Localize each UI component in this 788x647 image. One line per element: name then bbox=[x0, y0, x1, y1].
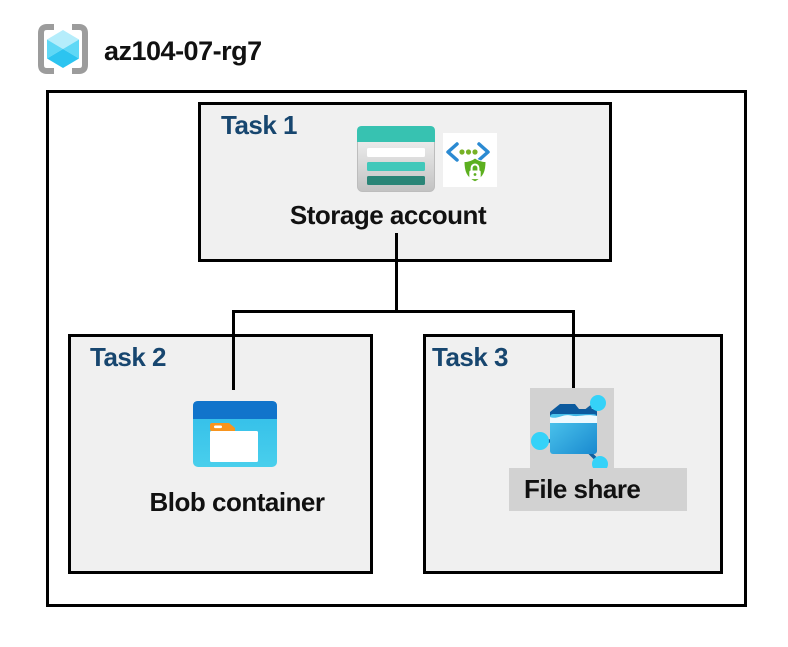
task2-label: Task 2 bbox=[90, 342, 167, 372]
storage-account-label: Storage account bbox=[289, 200, 487, 230]
task2-box: Task 2 Blob container bbox=[68, 334, 373, 574]
storage-account-icon bbox=[357, 126, 435, 192]
connector-branch-horizontal bbox=[232, 310, 575, 313]
sas-secure-token-icon bbox=[443, 133, 497, 187]
task3-label: Task 3 bbox=[432, 342, 509, 372]
file-share-label-highlight: File share bbox=[509, 468, 687, 511]
file-share-icon bbox=[531, 395, 608, 472]
task1-label: Task 1 bbox=[221, 110, 298, 140]
resource-group-icon bbox=[38, 24, 88, 74]
blob-container-icon bbox=[193, 401, 277, 467]
connector-to-file-share bbox=[572, 310, 575, 388]
blob-container-label: Blob container bbox=[149, 487, 325, 517]
resource-group-name: az104-07-rg7 bbox=[104, 36, 262, 66]
task3-box: Task 3 File share bbox=[423, 334, 723, 574]
task1-box: Task 1 Storage account bbox=[198, 102, 612, 262]
connector-storage-stem bbox=[395, 233, 398, 313]
connector-to-blob-container bbox=[232, 310, 235, 390]
file-share-label: File share bbox=[524, 474, 641, 504]
